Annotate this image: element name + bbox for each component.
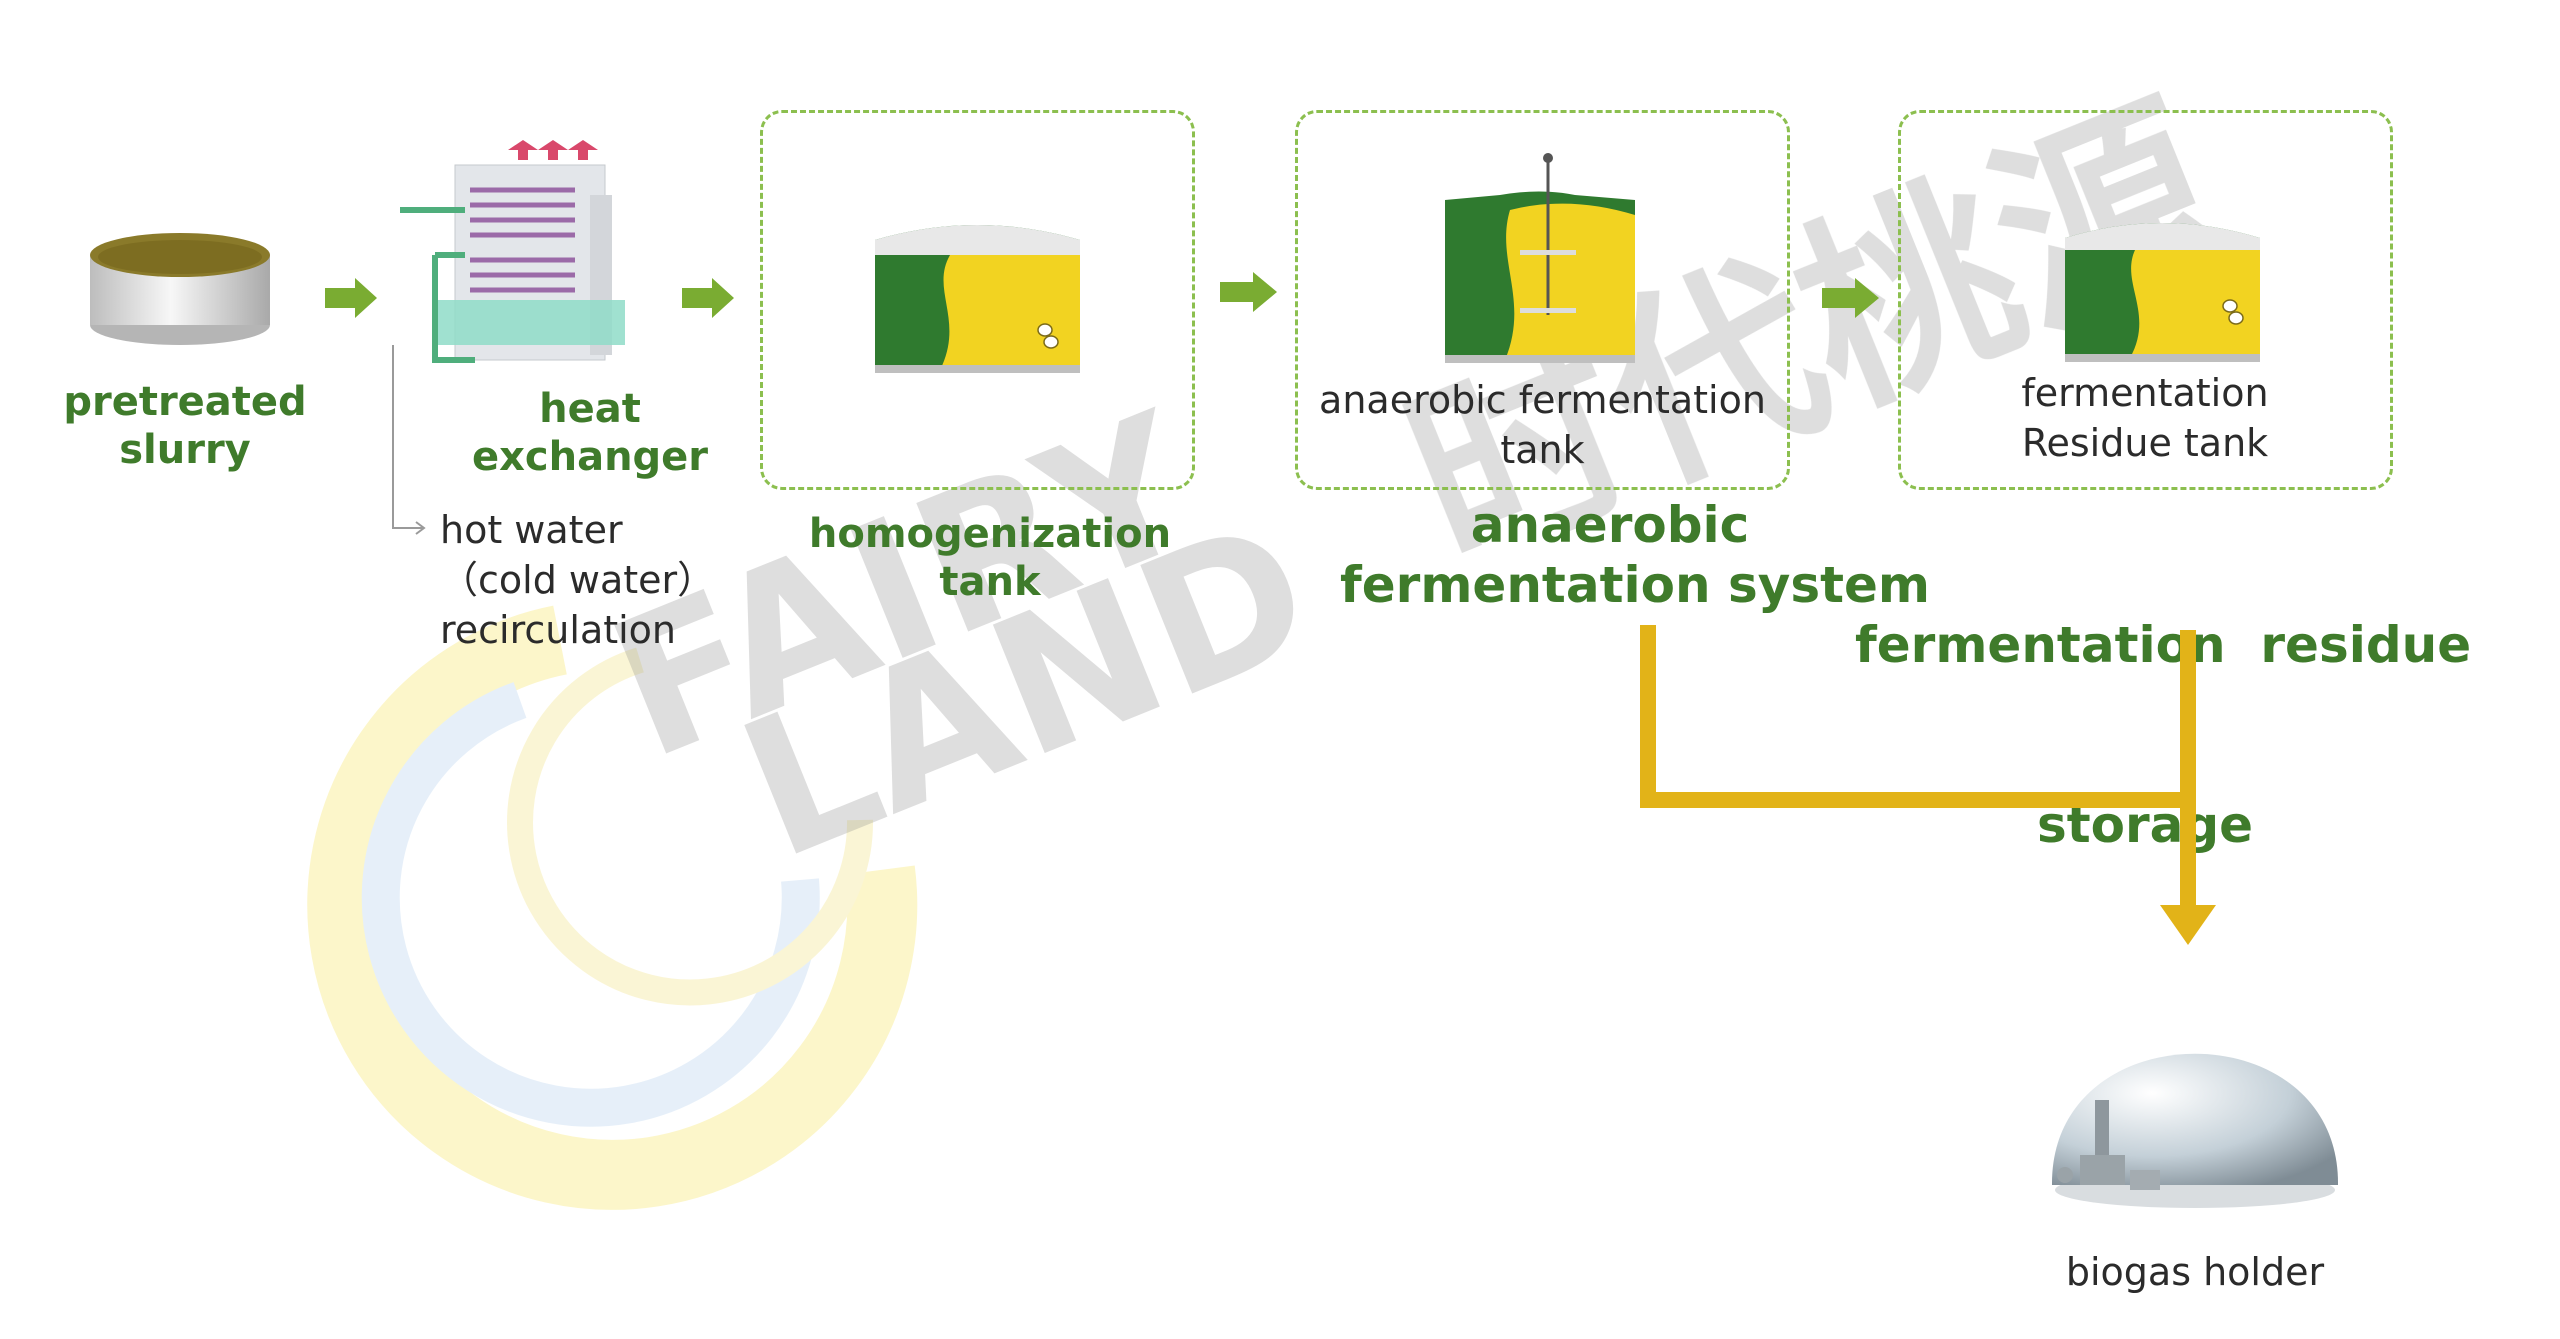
biogas-holder-label: biogas holder bbox=[2065, 1250, 2325, 1294]
hot-water-recirculation-note: hot water （cold water） recirculation bbox=[440, 508, 716, 652]
residue-storage-box bbox=[1898, 110, 2393, 490]
biogas-holder-illustration bbox=[2051, 1053, 2339, 1208]
residue-tank-illustration bbox=[2065, 223, 2260, 362]
heat-exchanger-illustration bbox=[400, 140, 625, 363]
anaerobic-fermentation-system-label: anaerobic fermentation system bbox=[1340, 496, 1930, 614]
homogenization-tank-label: homogenization tank bbox=[808, 511, 1172, 605]
pretreated-slurry-label: pretreated slurry bbox=[63, 379, 307, 473]
recirculation-line bbox=[392, 345, 426, 535]
flow-arrow-3 bbox=[1220, 272, 1277, 312]
heat-exchanger-label: heat exchanger bbox=[471, 386, 709, 480]
flow-arrow-2 bbox=[682, 278, 734, 318]
residue-tank-inner-label: fermentation Residue tank bbox=[2021, 371, 2269, 465]
slurry-tank-illustration bbox=[90, 233, 270, 345]
flow-arrow-4 bbox=[1822, 278, 1879, 318]
anaerobic-fermentation-box bbox=[1295, 110, 1790, 490]
flow-arrow-1 bbox=[325, 278, 377, 318]
homogenization-tank-illustration bbox=[875, 225, 1080, 373]
homogenization-tank-box bbox=[760, 110, 1195, 490]
anaerobic-tank-illustration bbox=[1445, 153, 1635, 363]
anaerobic-tank-inner-label: anaerobic fermentation tank bbox=[1319, 378, 1766, 472]
